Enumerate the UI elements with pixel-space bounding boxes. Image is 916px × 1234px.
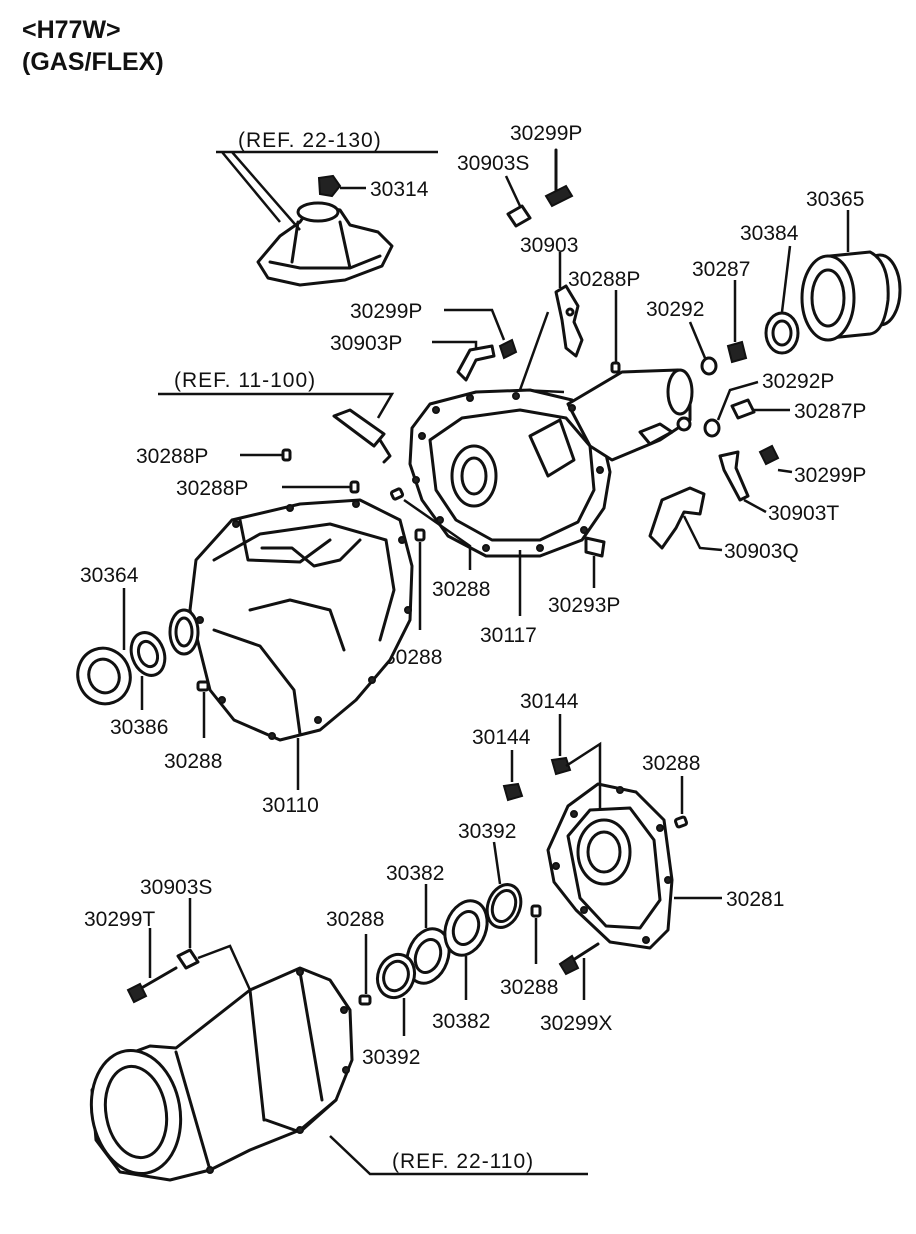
label-30903Q: 30903Q	[724, 540, 799, 563]
label-30287P: 30287P	[794, 400, 866, 423]
part-30288-f[interactable]: 30288	[500, 904, 558, 999]
part-30292-washer[interactable]: 30292	[646, 298, 718, 376]
part-30903Q-bracket[interactable]: 30903Q	[648, 486, 799, 563]
ref-22-130-callout: (REF. 22-130)	[216, 129, 438, 231]
label-30386: 30386	[110, 716, 168, 739]
label-30903P: 30903P	[330, 332, 402, 355]
part-30287-plug[interactable]: 30287	[692, 258, 750, 364]
part-clutch-housing[interactable]	[82, 966, 354, 1182]
label-30299P-top: 30299P	[510, 122, 582, 145]
label-30288-f: 30288	[500, 976, 558, 999]
shift-cover-part[interactable]	[256, 201, 394, 287]
part-30288-e[interactable]: 30288	[326, 908, 384, 1006]
part-30386-seal[interactable]: 30386	[110, 628, 171, 739]
label-30903: 30903	[520, 234, 578, 257]
label-30281: 30281	[726, 888, 784, 911]
part-30110-transmission-case[interactable]: 30110	[168, 498, 414, 817]
part-30299X-bolt[interactable]: 30299X	[540, 942, 612, 1035]
part-30299P-top[interactable]: 30299P	[510, 122, 582, 208]
part-30288-a[interactable]: 30288	[389, 487, 491, 601]
part-30903P-bracket[interactable]: 30903P	[330, 332, 496, 382]
part-30292P-washer[interactable]: 30292P	[703, 370, 834, 438]
part-30903S-top[interactable]: 30903S	[457, 152, 532, 228]
label-30364: 30364	[80, 564, 139, 587]
label-30288-c: 30288	[164, 750, 222, 773]
label-30392-a: 30392	[458, 820, 516, 843]
label-30903T: 30903T	[768, 502, 839, 525]
part-30392-a[interactable]: 30392	[458, 820, 527, 932]
engine-variant: (GAS/FLEX)	[22, 48, 164, 76]
part-30288-b[interactable]: 30288	[384, 528, 442, 669]
label-30299T: 30299T	[84, 908, 155, 931]
model-code: <H77W>	[22, 16, 121, 44]
part-30299P-mid[interactable]: 30299P	[350, 300, 518, 360]
label-30299P-mid: 30299P	[350, 300, 422, 323]
ref-11-100-callout: (REF. 11-100)	[158, 369, 395, 464]
label-30392-b: 30392	[362, 1046, 420, 1069]
label-30288P-a: 30288P	[568, 268, 640, 291]
ref-22-110-callout: (REF. 22-110)	[329, 1135, 588, 1176]
label-30292P: 30292P	[762, 370, 834, 393]
label-30365: 30365	[806, 188, 864, 211]
label-30288P-c: 30288P	[176, 477, 248, 500]
part-30288-d[interactable]: 30288	[642, 752, 700, 829]
part-30299P-right[interactable]: 30299P	[758, 444, 866, 487]
label-30299P-right: 30299P	[794, 464, 866, 487]
part-30903-bracket[interactable]: 30903	[518, 234, 584, 394]
part-30384-seal[interactable]: 30384	[740, 222, 800, 355]
label-30144-a: 30144	[520, 690, 579, 713]
label-30288-d: 30288	[642, 752, 700, 775]
part-30903T-bracket[interactable]: 30903T	[718, 450, 839, 525]
label-30288P-b: 30288P	[136, 445, 208, 468]
part-30281-adapter[interactable]: 30281	[546, 782, 784, 950]
part-30144-b[interactable]: 30144	[472, 726, 531, 802]
part-30299T-bolt[interactable]: 30299T	[84, 908, 178, 1004]
label-30299X: 30299X	[540, 1012, 612, 1035]
label-30144-b: 30144	[472, 726, 531, 749]
part-30382-b[interactable]: 30382	[432, 895, 494, 1033]
part-30117-extension-housing[interactable]: 30117	[408, 368, 694, 647]
label-30288-e: 30288	[326, 908, 384, 931]
part-30903S-bottom[interactable]: 30903S	[140, 876, 252, 991]
label-30382-a: 30382	[386, 862, 444, 885]
label-30288-b: 30288	[384, 646, 442, 669]
label-30384: 30384	[740, 222, 799, 245]
label-30293P: 30293P	[548, 594, 620, 617]
part-30287P-plug[interactable]: 30287P	[730, 398, 866, 423]
diagram-header: <H77W> (GAS/FLEX)	[22, 14, 164, 78]
part-30293P[interactable]: 30293P	[548, 536, 620, 617]
label-30903S-top: 30903S	[457, 152, 529, 175]
label-30287: 30287	[692, 258, 750, 281]
part-30288P-a[interactable]: 30288P	[568, 268, 640, 374]
part-30288-c[interactable]: 30288	[164, 680, 222, 773]
part-30365-sleeve[interactable]: 30365	[800, 188, 902, 342]
label-30382-b: 30382	[432, 1010, 490, 1033]
part-30288P-c[interactable]: 30288P	[176, 477, 360, 500]
ref-11-100-label: (REF. 11-100)	[174, 369, 316, 392]
ref-22-130-label: (REF. 22-130)	[238, 129, 382, 152]
ref-22-110-label: (REF. 22-110)	[392, 1150, 534, 1173]
part-30382-a[interactable]: 30382	[386, 862, 456, 989]
part-30288P-b[interactable]: 30288P	[136, 445, 292, 468]
part-30144-a[interactable]: 30144	[520, 690, 602, 810]
part-30392-b[interactable]: 30392	[362, 949, 420, 1069]
label-30292: 30292	[646, 298, 704, 321]
label-30110: 30110	[262, 794, 319, 817]
part-30364-seal[interactable]: 30364	[70, 564, 139, 711]
label-30903S-bottom: 30903S	[140, 876, 212, 899]
label-30314: 30314	[370, 178, 429, 201]
label-30117: 30117	[480, 624, 537, 647]
part-30314[interactable]: 30314	[317, 174, 429, 201]
label-30288-a: 30288	[432, 578, 490, 601]
